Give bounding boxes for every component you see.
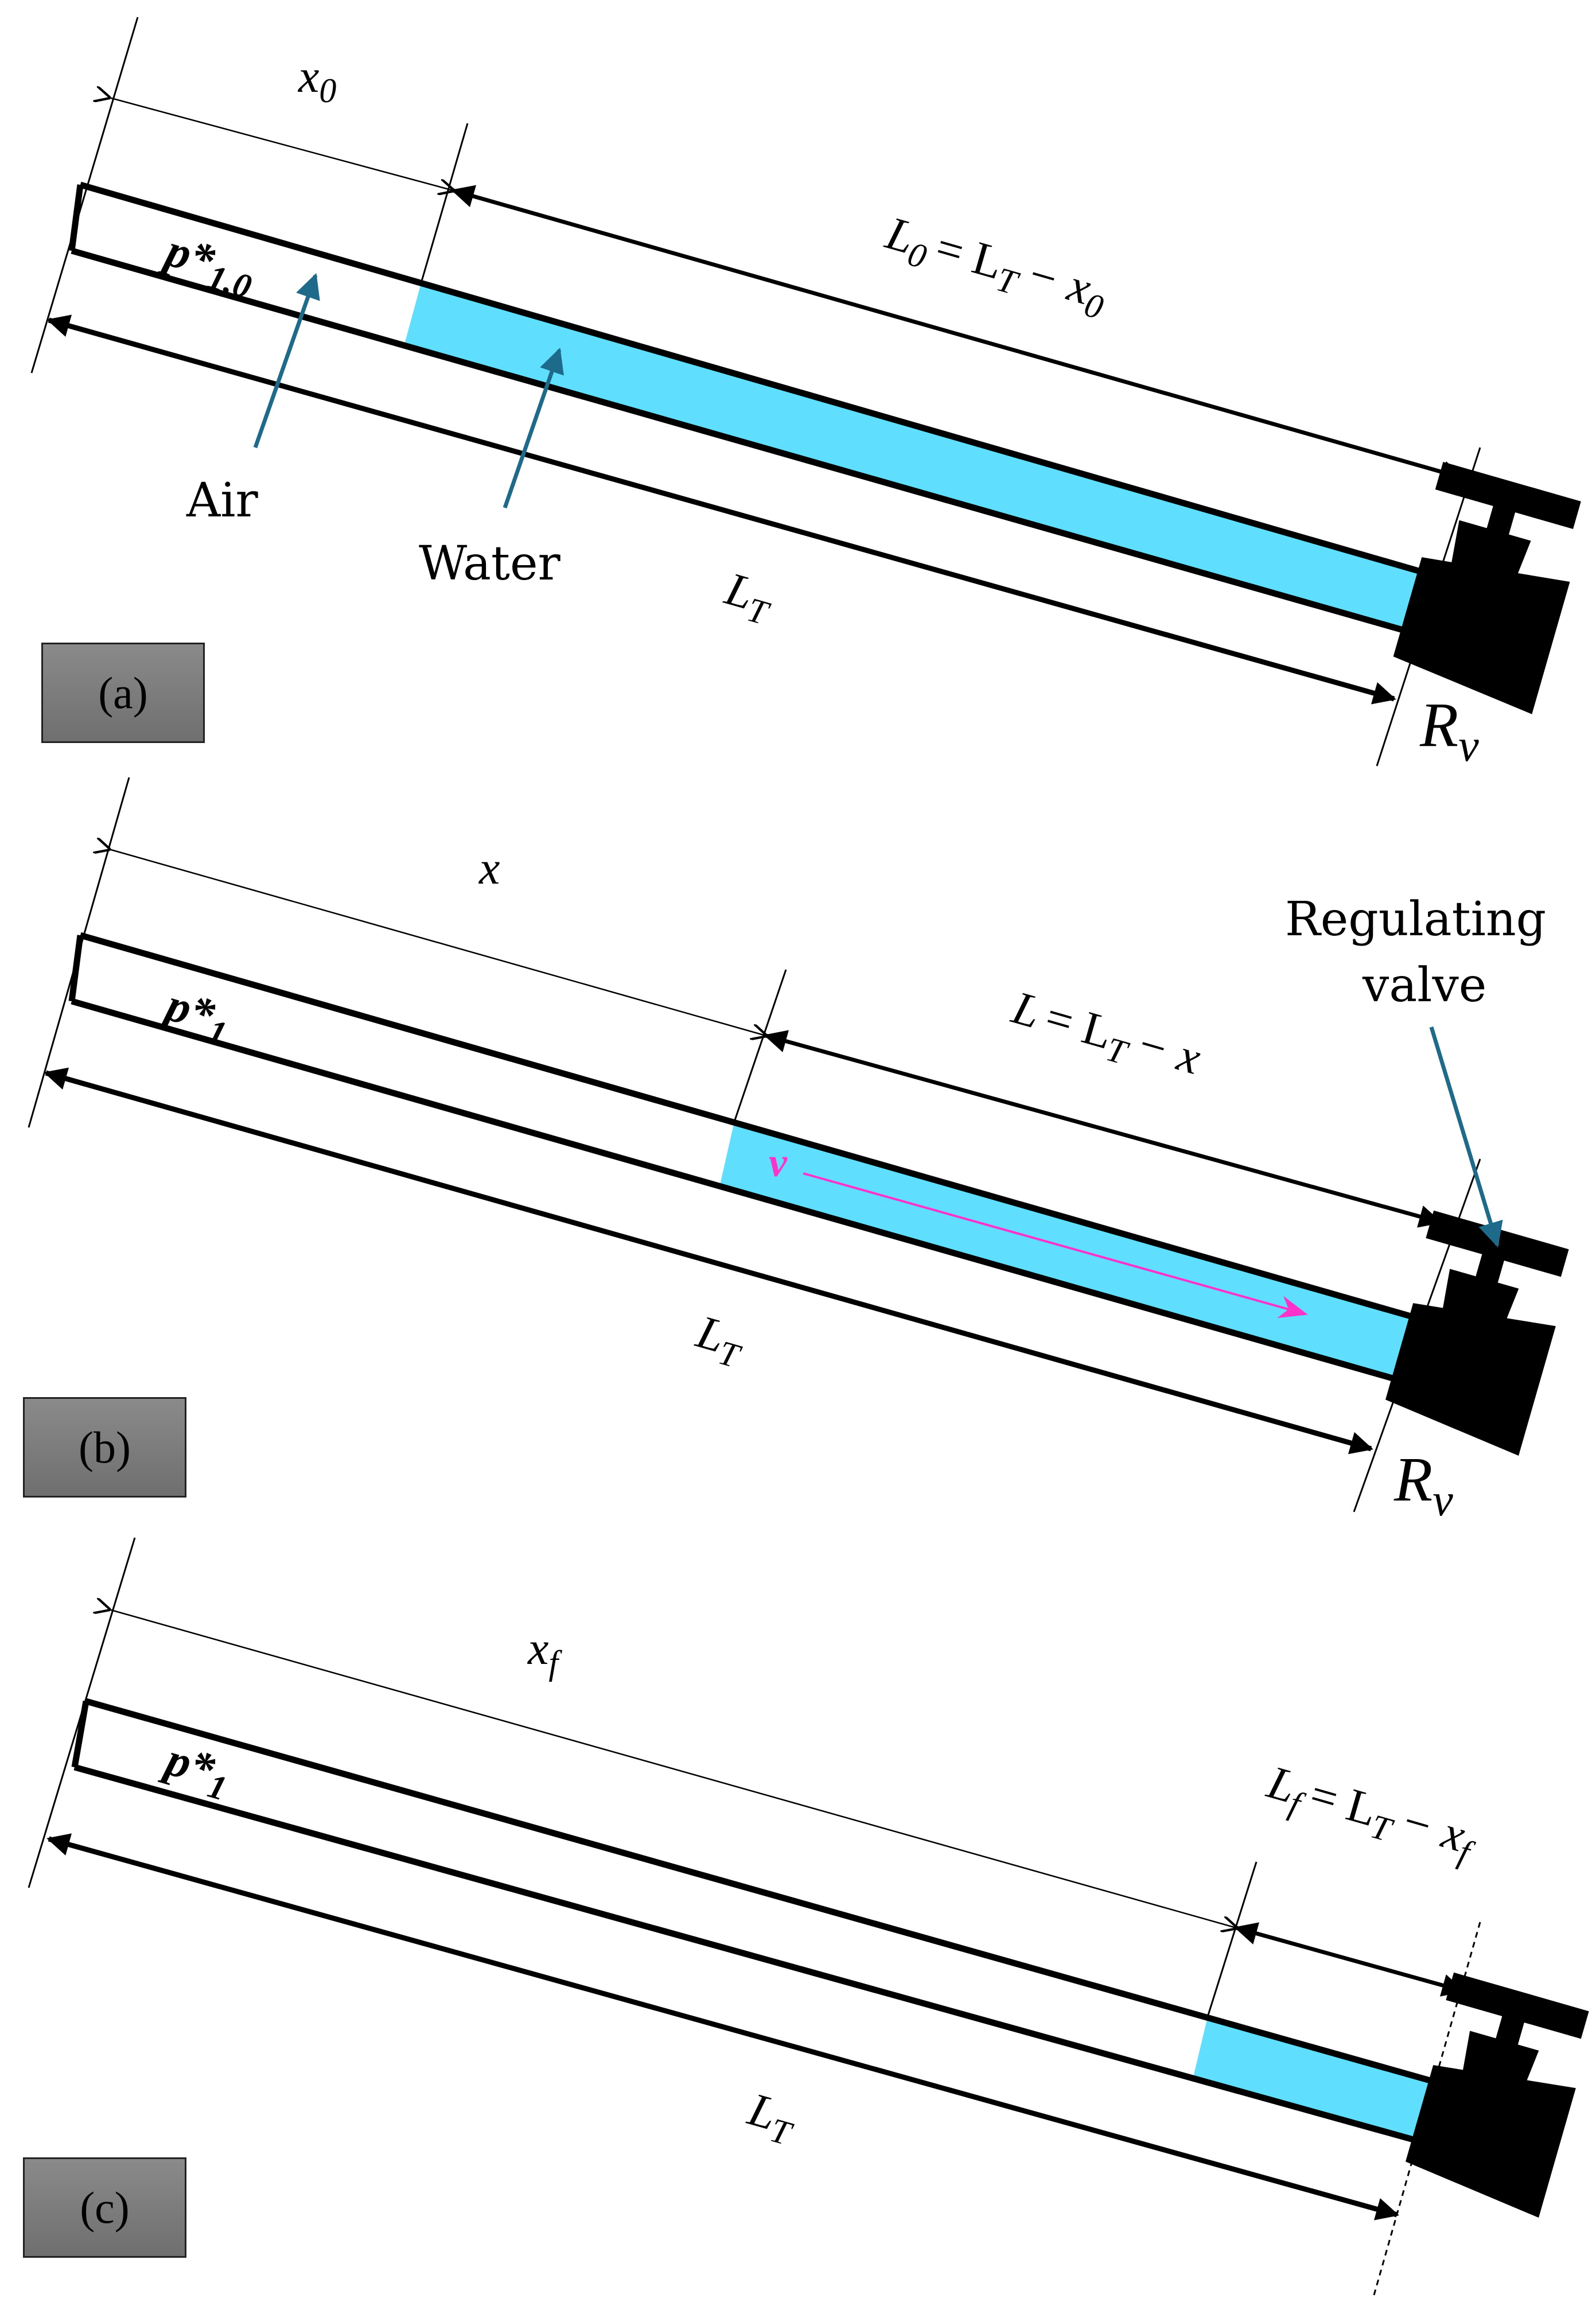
L-equation: L= LT− x: [1004, 981, 1206, 1092]
valve-icon: [1385, 1210, 1569, 1456]
extension-line-interface: [1206, 1861, 1258, 2017]
LT-label: LT: [688, 1305, 751, 1376]
L0-equation: L0= LT− x0: [878, 207, 1113, 326]
LT-label: LT: [740, 2083, 803, 2153]
extension-line-start: [28, 777, 130, 1128]
water-arrow: [503, 347, 564, 509]
Lf-dimension: [1234, 1922, 1465, 1997]
x-label: x: [478, 842, 500, 894]
panel-tag-b-text: (b): [23, 1397, 186, 1498]
valve-icon: [1393, 461, 1581, 714]
panel-tag-c: (c): [23, 2157, 186, 2258]
velocity-label: v: [769, 1140, 788, 1185]
extension-line-start: [30, 17, 139, 374]
pipe-bottom-wall: [73, 1764, 1427, 2146]
extension-line-interface: [733, 969, 787, 1122]
panel-tag-c-text: (c): [23, 2157, 186, 2258]
pipe-closed-end: [71, 1701, 89, 1768]
valve-icon: [1406, 1972, 1589, 2218]
valve-pointer-arrow: [1429, 1026, 1503, 1248]
LT-dimension: [46, 314, 1396, 705]
x0-dimension: [109, 98, 453, 190]
extension-line-start: [28, 1537, 136, 1888]
LT-label: LT: [717, 562, 780, 633]
xf-dimension: [109, 1609, 1236, 1928]
pipe-top-wall: [79, 181, 1430, 577]
LT-dimension: [46, 1833, 1399, 2220]
velocity-arrow: [803, 1172, 1308, 1319]
extension-line-interface: [421, 123, 469, 282]
panel-b: x L= LT− x p*1 v Regulating valve LT Rν: [28, 777, 1569, 1526]
x-dimension: [109, 849, 766, 1036]
air-label: Air: [186, 473, 258, 528]
pipe-closed-end: [68, 184, 84, 251]
panel-tag-a-text: (a): [41, 643, 205, 743]
water-label: Water: [419, 536, 561, 591]
valve-label-line1: Regulating: [1285, 892, 1546, 947]
panel-tag-a: (a): [41, 643, 205, 743]
air-arrow: [253, 273, 320, 449]
water-column: [1193, 2017, 1434, 2143]
resistance-label: Rν: [1419, 690, 1479, 771]
pipe-closed-end: [68, 935, 84, 1002]
resistance-label: Rν: [1393, 1444, 1453, 1526]
water-column: [720, 1122, 1423, 1383]
LT-dimension: [44, 1067, 1373, 1454]
pipe-top-wall: [79, 932, 1424, 1323]
valve-label-line2: valve: [1362, 958, 1486, 1013]
pipe-top-wall: [85, 1698, 1435, 2085]
pipe-bottom-wall: [71, 998, 1410, 1386]
panel-c: xf Lf= LT− xf p*1 LT: [28, 1537, 1589, 2296]
panel-tag-b: (b): [23, 1397, 186, 1498]
Lf-equation: Lf= LT− xf: [1259, 1756, 1484, 1873]
xf-label: xf: [527, 1622, 562, 1682]
x0-label: x0: [298, 50, 336, 110]
panel-a: x0 L0= LT− x0 p*1,0 Air Water LT Rν: [30, 17, 1581, 771]
